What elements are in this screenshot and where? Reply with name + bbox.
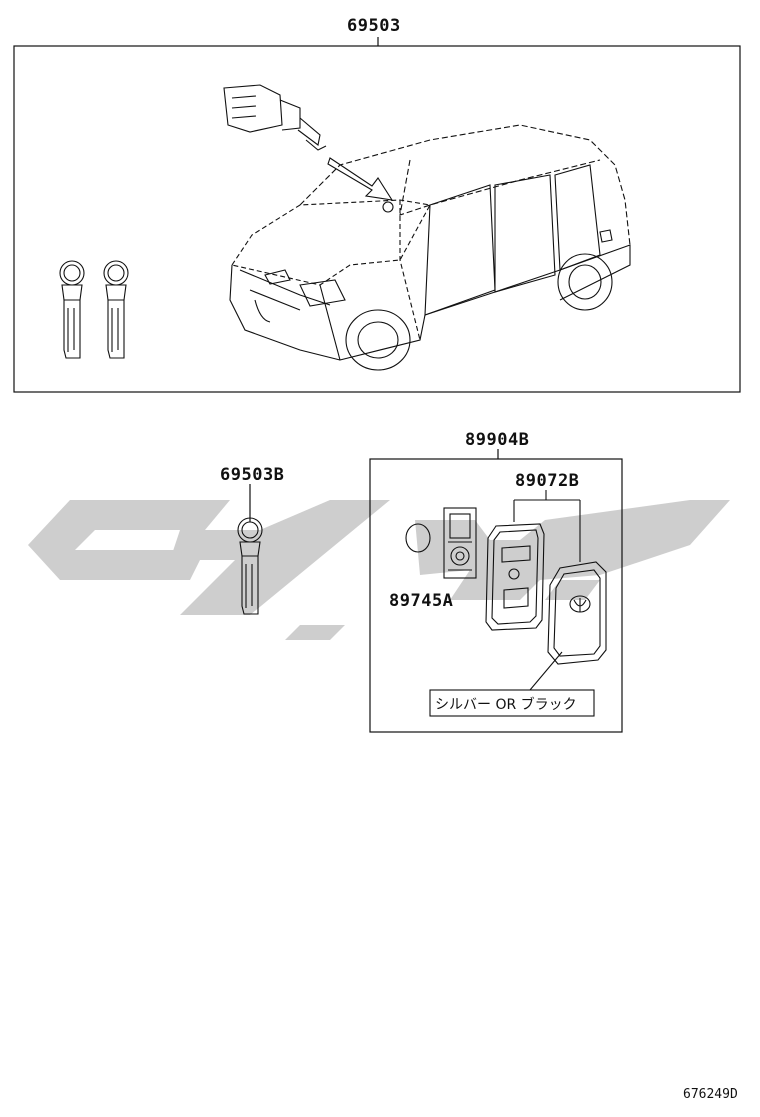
key-illustration-1 [59, 260, 85, 359]
assembly-frame [13, 45, 741, 393]
note-box [429, 689, 595, 717]
label-smart-key-assembly: 89904B [465, 430, 530, 450]
watermark-logo [28, 500, 730, 640]
spare-key-illustration [237, 517, 263, 615]
note-leader-line [529, 651, 563, 691]
color-note: シルバー OR ブラック [435, 697, 577, 713]
battery-illustration [405, 523, 431, 553]
inner-housing-illustration [485, 523, 545, 631]
housing-leader-lines [513, 490, 581, 562]
label-assembly-set: 69503 [347, 16, 401, 36]
vehicle-illustration [229, 124, 631, 371]
key-illustration-2 [103, 260, 129, 359]
label-transmitter-housing: 89072B [515, 471, 580, 491]
diagram-id: 676249D [683, 1087, 738, 1102]
smart-key-frame [369, 458, 623, 733]
outer-case-illustration [547, 561, 607, 665]
lock-cylinder-illustration [223, 84, 394, 201]
label-spare-key: 69503B [220, 465, 285, 485]
label-battery: 89745A [389, 591, 454, 611]
circuit-board-illustration [443, 507, 477, 579]
